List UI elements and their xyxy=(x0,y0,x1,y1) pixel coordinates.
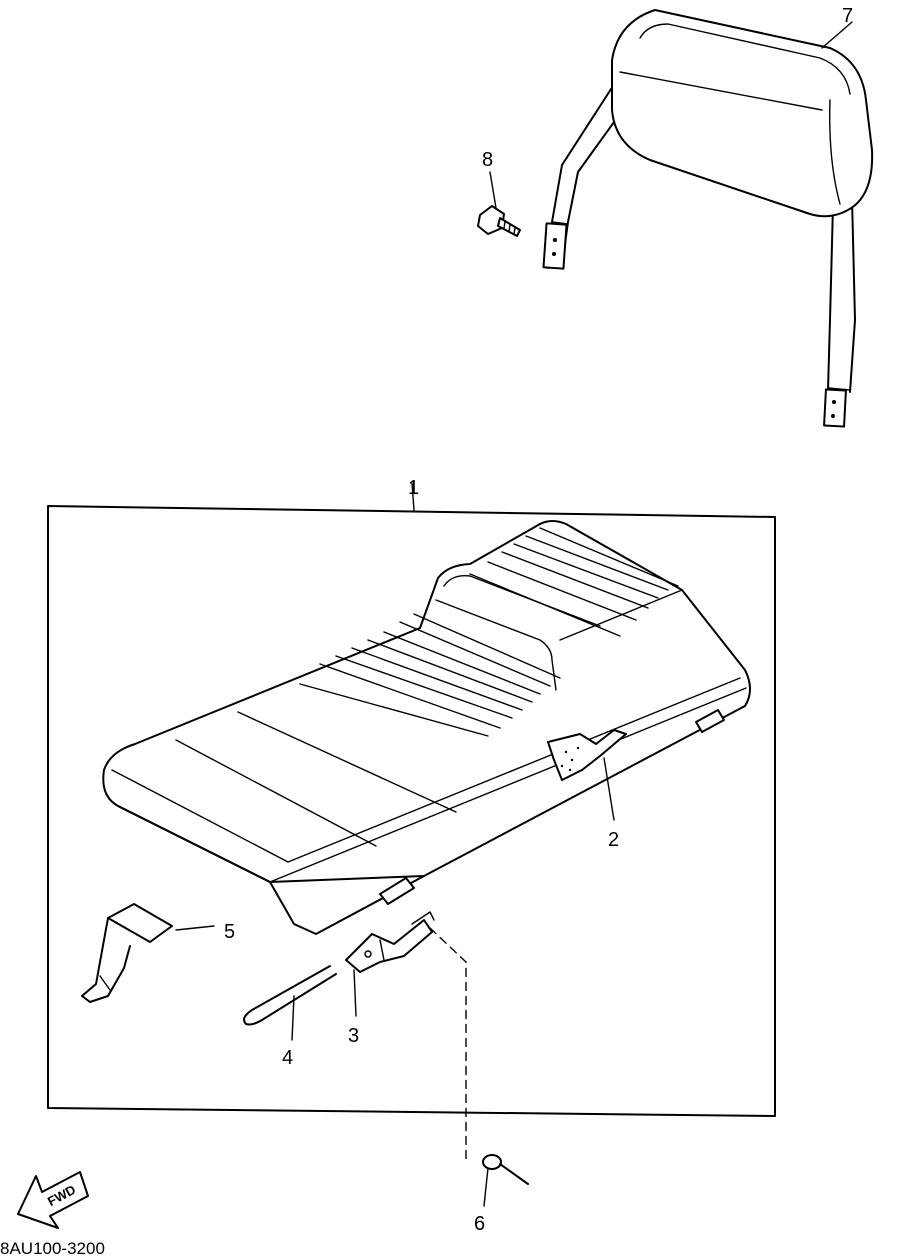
seat-drawing xyxy=(102,520,751,935)
callout-3: 3 xyxy=(348,1025,359,1047)
part-code: 8AU100-3200 xyxy=(0,1239,105,1257)
callout-4: 4 xyxy=(282,1047,293,1069)
part-6-rivet xyxy=(482,1154,529,1207)
part-3-latch xyxy=(345,911,435,1017)
callout-8: 8 xyxy=(482,149,493,171)
part-5-bracket xyxy=(81,903,215,1003)
callout-1: 1 xyxy=(408,477,419,499)
part-2-cutaway xyxy=(547,729,627,821)
callout-6: 6 xyxy=(474,1213,485,1235)
callout-2: 2 xyxy=(608,829,619,851)
part-4-rod xyxy=(243,965,337,1041)
bolt-part xyxy=(477,171,521,237)
backrest-assembly xyxy=(542,9,874,428)
side-bushing-front xyxy=(379,877,415,905)
callout-5: 5 xyxy=(224,921,235,943)
forward-direction-arrow: FWD xyxy=(17,1171,89,1229)
callout-7: 7 xyxy=(842,5,853,27)
side-bushing-rear xyxy=(695,709,725,733)
seat-assembly-frame xyxy=(47,482,776,1117)
